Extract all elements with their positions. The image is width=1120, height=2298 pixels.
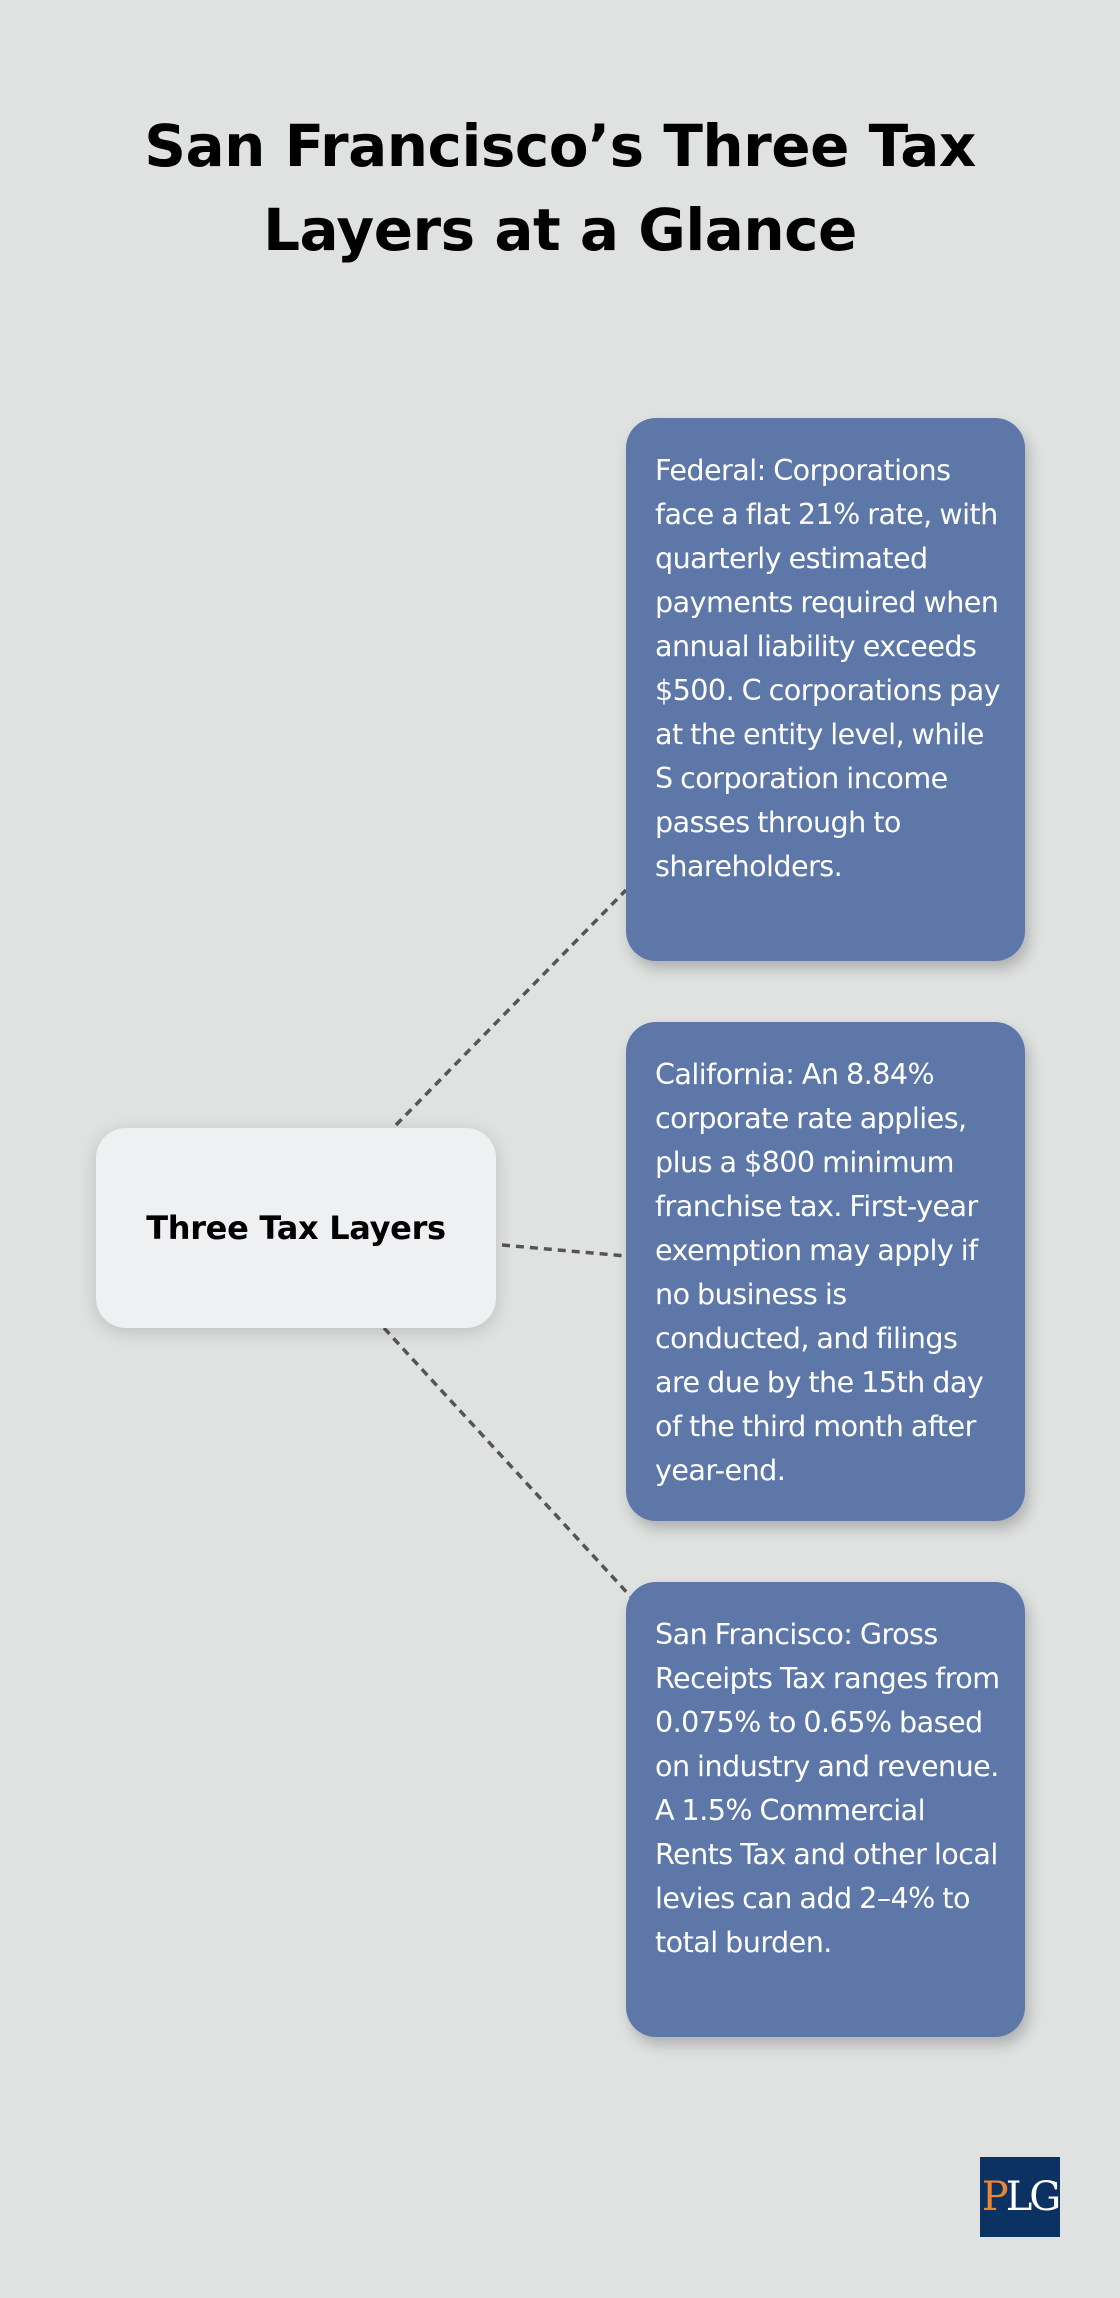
logo-letter-g: G (1029, 2174, 1061, 2220)
connector-california (501, 1243, 627, 1258)
page-title: San Francisco’s Three Tax Layers at a Gl… (144, 112, 976, 264)
node-federal: Federal: Corporations face a flat 21% ra… (626, 418, 1025, 961)
connector-san-francisco (382, 1326, 634, 1600)
node-federal-text: Federal: Corporations face a flat 21% ra… (655, 453, 1001, 883)
node-california: California: An 8.84% corporate rate appl… (626, 1022, 1025, 1521)
connector-federal (394, 888, 628, 1127)
logo-letter-p: P (981, 2174, 1009, 2220)
node-san-francisco-text: San Francisco: Gross Receipts Tax ranges… (655, 1617, 1000, 1959)
center-node-three-tax-layers: Three Tax Layers (96, 1128, 496, 1328)
node-california-text: California: An 8.84% corporate rate appl… (655, 1057, 984, 1487)
node-san-francisco: San Francisco: Gross Receipts Tax ranges… (626, 1582, 1025, 2037)
center-node-label: Three Tax Layers (146, 1209, 446, 1247)
logo-letter-l: L (1005, 2174, 1033, 2220)
